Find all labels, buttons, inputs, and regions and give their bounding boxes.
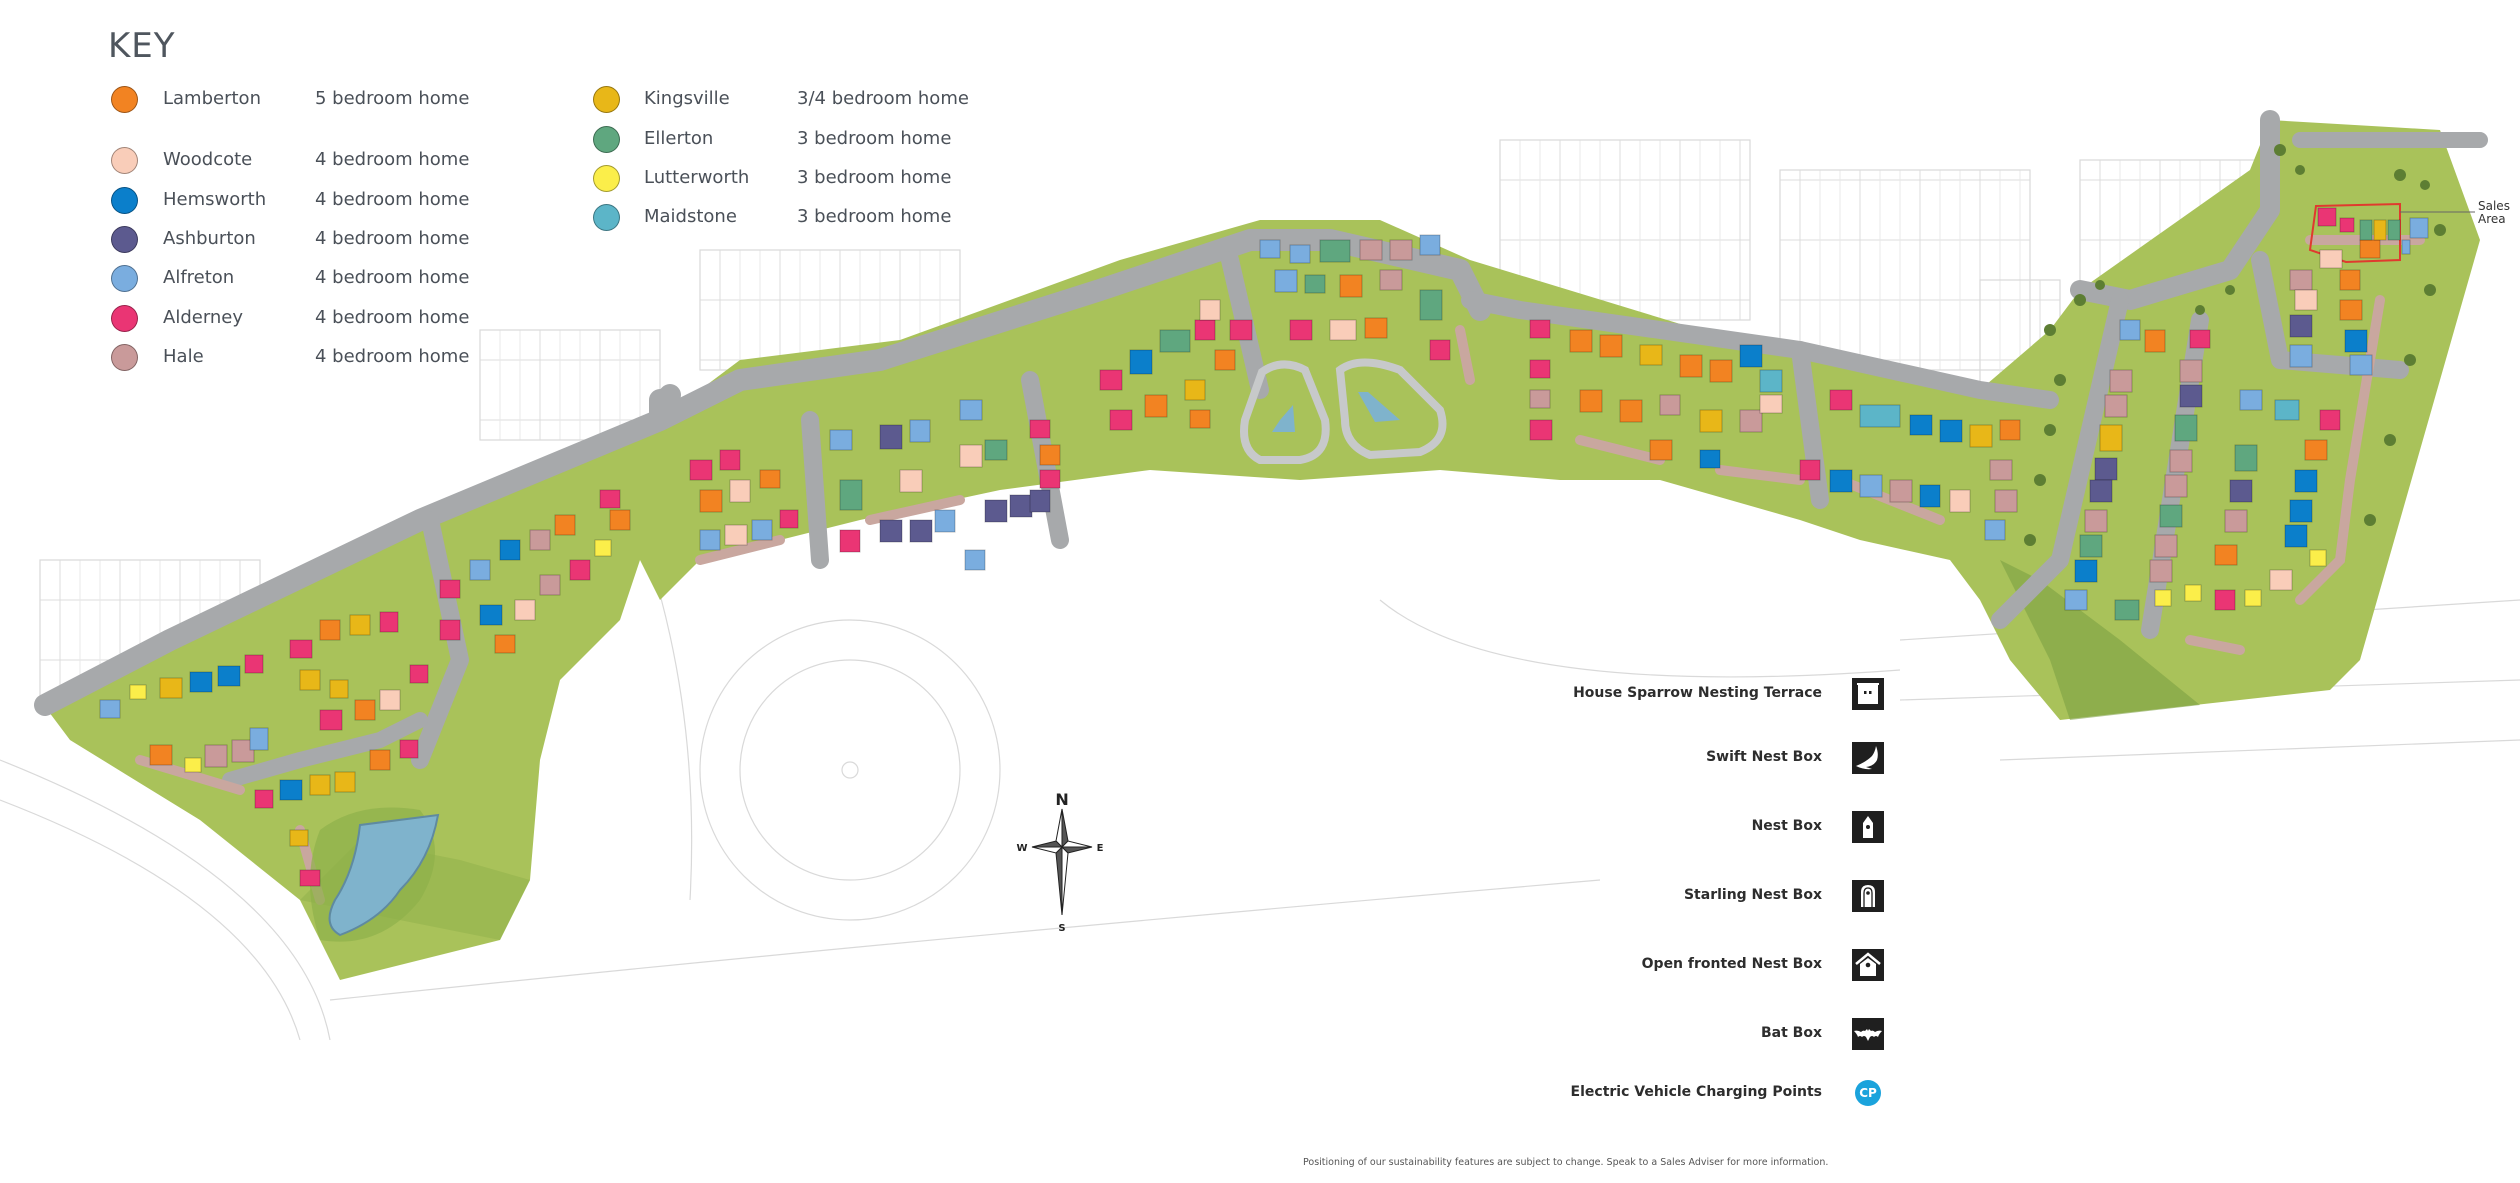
- legend-name: Woodcote: [163, 149, 253, 170]
- house-plots: [99, 207, 2429, 887]
- bat-icon: [1852, 1018, 1884, 1050]
- legend-name: Hale: [163, 346, 204, 367]
- sparrow-terrace-icon: [1852, 678, 1884, 710]
- open-nest-box-icon: [1852, 949, 1884, 981]
- compass-north: N: [1055, 790, 1068, 809]
- legend-name: Lutterworth: [644, 167, 750, 188]
- legend-name: Hemsworth: [163, 189, 267, 210]
- woodcote-swatch: [111, 147, 138, 174]
- trees: [2024, 144, 2446, 546]
- legend-name: Kingsville: [644, 88, 730, 109]
- kingsville-swatch: [593, 86, 620, 113]
- eco-label: Open fronted Nest Box: [1641, 956, 1822, 972]
- footnote: Positioning of our sustainability featur…: [1303, 1157, 1829, 1168]
- eco-label: Starling Nest Box: [1683, 887, 1822, 903]
- legend-name: Alfreton: [163, 267, 235, 288]
- sales-area-line1: Sales: [2478, 199, 2510, 213]
- legend-name: Lamberton: [163, 88, 261, 109]
- compass-east: E: [1097, 843, 1104, 854]
- swift-icon: [1852, 742, 1884, 774]
- lamberton-swatch: [111, 86, 138, 113]
- hale-swatch: [111, 344, 138, 371]
- lutterworth-swatch: [593, 165, 620, 192]
- legend-desc: 3 bedroom home: [797, 128, 952, 149]
- sales-area-outline: [2308, 202, 2401, 264]
- legend-desc: 4 bedroom home: [315, 346, 470, 367]
- pond-central-large: [1358, 392, 1400, 422]
- legend-desc: 5 bedroom home: [315, 88, 470, 109]
- alfreton-swatch: [111, 265, 138, 292]
- ev-charging-icon: CP: [1855, 1080, 1881, 1106]
- pond-central-small: [1272, 405, 1295, 432]
- eco-label: Swift Nest Box: [1706, 749, 1822, 765]
- legend-desc: 4 bedroom home: [315, 267, 470, 288]
- legend-name: Alderney: [163, 307, 244, 328]
- legend-desc: 3/4 bedroom home: [797, 88, 969, 109]
- eco-label: Electric Vehicle Charging Points: [1570, 1084, 1822, 1100]
- key-title: KEY: [108, 26, 176, 66]
- legend-desc: 4 bedroom home: [315, 189, 470, 210]
- compass-rose: N S E W: [1016, 790, 1103, 934]
- ellerton-swatch: [593, 126, 620, 153]
- hemsworth-swatch: [111, 187, 138, 214]
- compass-south: S: [1058, 923, 1065, 934]
- maidstone-swatch: [593, 204, 620, 231]
- sales-area-line2: Area: [2478, 212, 2506, 226]
- legend-name: Ashburton: [163, 228, 256, 249]
- nest-box-icon: [1852, 811, 1884, 843]
- legend-desc: 4 bedroom home: [315, 149, 470, 170]
- eco-label: House Sparrow Nesting Terrace: [1573, 685, 1822, 701]
- ponds: [310, 358, 1447, 942]
- legend-desc: 4 bedroom home: [315, 307, 470, 328]
- legend-desc: 4 bedroom home: [315, 228, 470, 249]
- compass-west: W: [1016, 843, 1027, 854]
- alderney-swatch: [111, 305, 138, 332]
- eco-label: Bat Box: [1760, 1025, 1822, 1041]
- starling-box-icon: [1852, 880, 1884, 912]
- legend-desc: 3 bedroom home: [797, 206, 952, 227]
- legend-name: Maidstone: [644, 206, 737, 227]
- legend-name: Ellerton: [644, 128, 714, 149]
- eco-label: Nest Box: [1751, 818, 1822, 834]
- pond-southwest: [328, 813, 440, 937]
- legend-desc: 3 bedroom home: [797, 167, 952, 188]
- sales-area-label: Sales Area: [2478, 200, 2510, 226]
- ashburton-swatch: [111, 226, 138, 253]
